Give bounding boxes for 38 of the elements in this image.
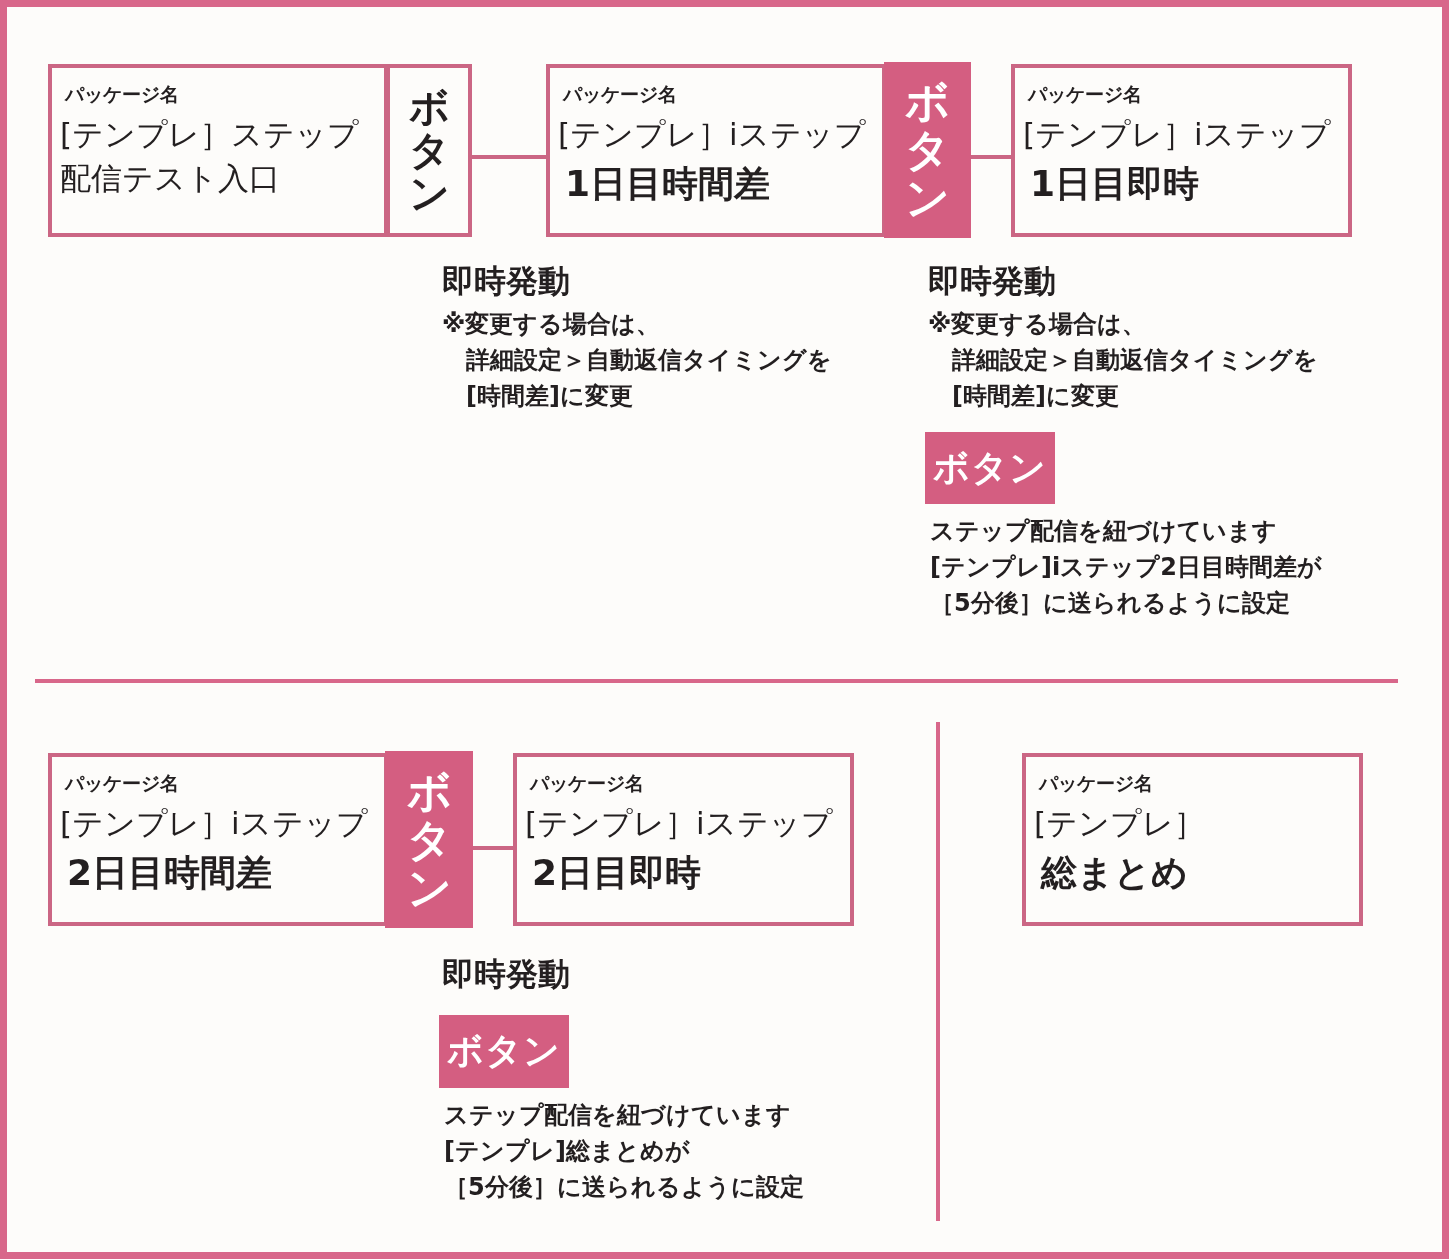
trigger-heading: 即時発動 bbox=[442, 262, 570, 300]
description-text: ステップ配信を紐づけています[テンプレ]iステップ2日目時間差が［5分後］に送られるように設定 bbox=[930, 516, 1322, 619]
button-box: ボタン bbox=[386, 64, 472, 237]
package-title: 1日目時間差 bbox=[564, 162, 772, 206]
field-caption: パッケージ名 bbox=[63, 772, 180, 795]
button-box: ボタン bbox=[884, 62, 971, 238]
note-text: ※変更する場合は、詳細設定＞自動返信タイミングを[時間差]に変更 bbox=[442, 309, 832, 412]
package-box bbox=[1022, 753, 1363, 926]
package-name: [テンプレ］ bbox=[1034, 804, 1207, 843]
package-box bbox=[1011, 64, 1352, 237]
button-box: ボタン bbox=[925, 432, 1055, 504]
connector-line bbox=[472, 155, 546, 159]
button-box: ボタン bbox=[439, 1015, 569, 1088]
package-title: 総まとめ bbox=[1039, 851, 1189, 895]
trigger-heading: 即時発動 bbox=[928, 262, 1056, 300]
field-caption: パッケージ名 bbox=[63, 83, 180, 106]
field-caption: パッケージ名 bbox=[1026, 83, 1143, 106]
package-box bbox=[48, 753, 388, 926]
button-box: ボタン bbox=[385, 751, 473, 928]
package-name: [テンプレ］iステップ bbox=[60, 804, 369, 843]
package-name: [テンプレ］ステップ配信テスト入口 bbox=[60, 115, 361, 198]
description-text: ステップ配信を紐づけています[テンプレ]総まとめが［5分後］に送られるように設定 bbox=[444, 1100, 804, 1203]
package-box bbox=[48, 64, 388, 237]
connector-line bbox=[473, 846, 513, 850]
package-name: [テンプレ］iステップ bbox=[558, 115, 867, 154]
package-name: [テンプレ］iステップ bbox=[1023, 115, 1332, 154]
package-title: 1日目即時 bbox=[1029, 162, 1201, 206]
trigger-heading: 即時発動 bbox=[442, 955, 570, 993]
package-box bbox=[546, 64, 886, 237]
connector-line bbox=[971, 155, 1011, 159]
package-title: 2日目即時 bbox=[531, 851, 703, 895]
field-caption: パッケージ名 bbox=[561, 83, 678, 106]
package-title: 2日目時間差 bbox=[66, 851, 274, 895]
field-caption: パッケージ名 bbox=[1037, 772, 1154, 795]
field-caption: パッケージ名 bbox=[528, 772, 645, 795]
package-name: [テンプレ］iステップ bbox=[525, 804, 834, 843]
note-text: ※変更する場合は、詳細設定＞自動返信タイミングを[時間差]に変更 bbox=[928, 309, 1318, 412]
package-box bbox=[513, 753, 854, 926]
